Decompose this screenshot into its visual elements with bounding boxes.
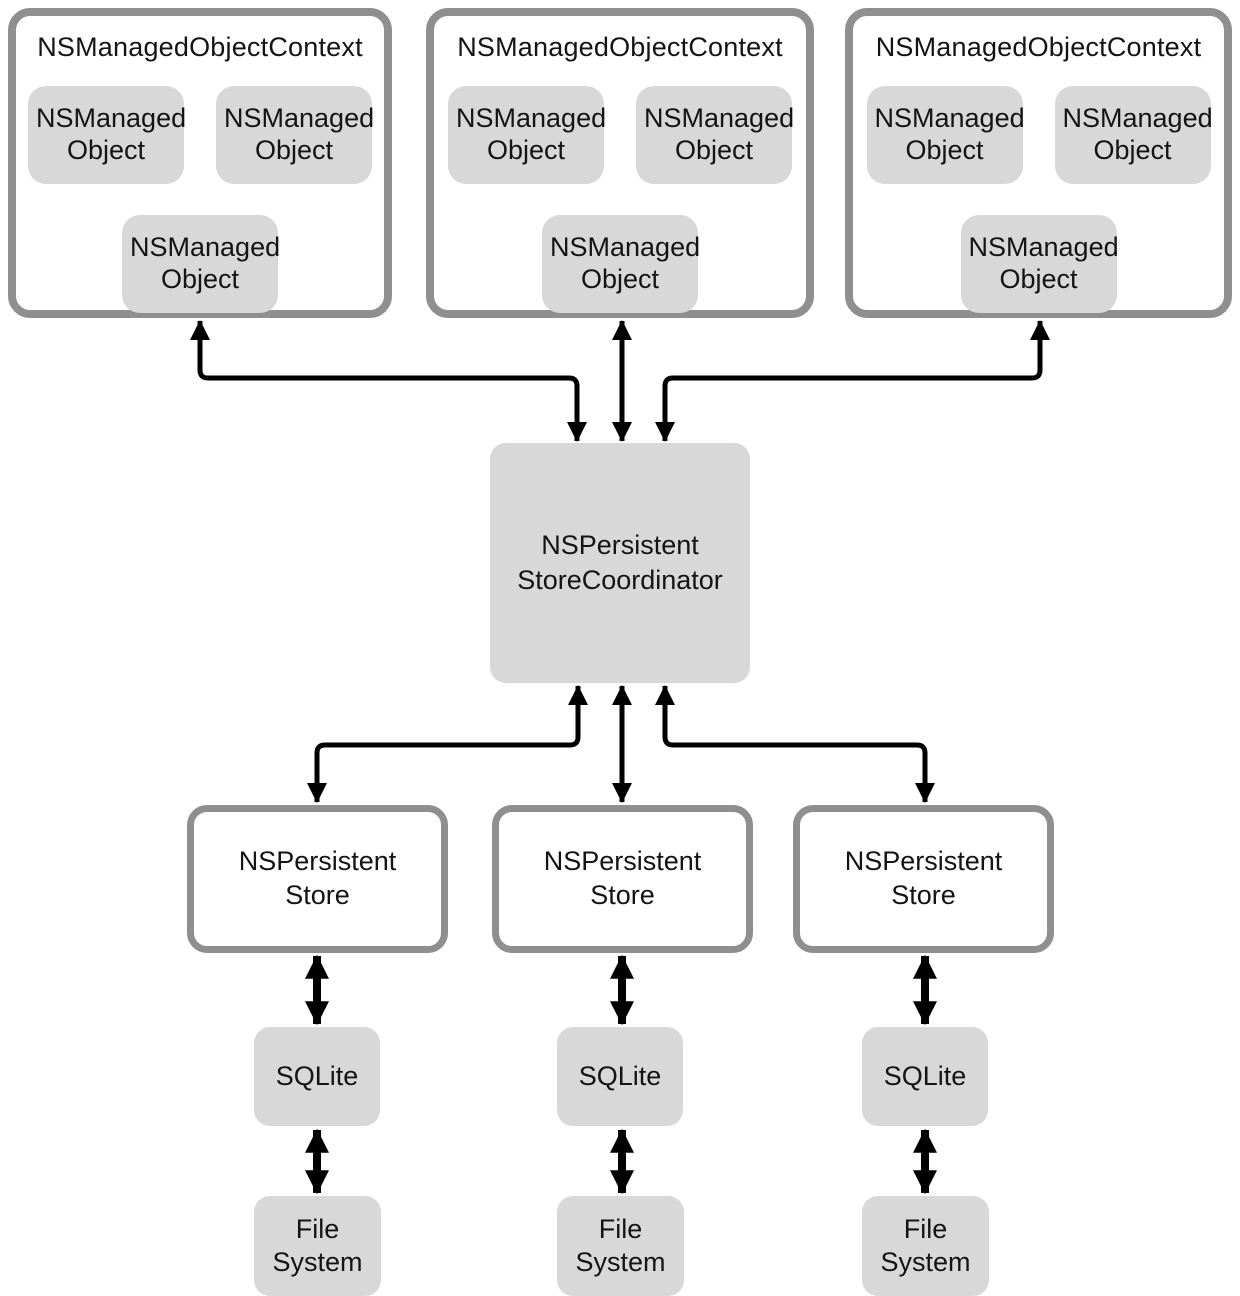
sqlite-box-3: SQLite: [862, 1027, 988, 1126]
file-system-box-2: File System: [557, 1196, 684, 1296]
managed-object-label: NSManaged Object: [224, 103, 375, 165]
managed-object-box: NSManaged Object: [216, 86, 375, 184]
managed-object-box: NSManaged Object: [1054, 86, 1213, 184]
persistent-store-box-3: NSPersistent Store: [793, 805, 1054, 953]
file-system-box-1: File System: [254, 1196, 381, 1296]
connector-context1-coordinator: [190, 320, 587, 442]
managed-object-label: NSManaged Object: [550, 232, 701, 294]
managed-object-label: NSManaged Object: [130, 232, 281, 294]
persistent-store-coordinator-box: NSPersistent StoreCoordinator: [490, 443, 750, 683]
managed-object-context-box-3: NSManagedObjectContext NSManaged Object …: [845, 8, 1232, 318]
context-title: NSManagedObjectContext: [37, 32, 363, 62]
sqlite-box-2: SQLite: [557, 1027, 683, 1126]
context-title: NSManagedObjectContext: [457, 32, 783, 62]
managed-object-row: NSManaged Object NSManaged Object: [16, 86, 384, 184]
persistent-store-box-2: NSPersistent Store: [492, 805, 753, 953]
managed-object-box: NSManaged Object: [28, 86, 187, 184]
managed-object-context-box-1: NSManagedObjectContext NSManaged Object …: [8, 8, 392, 318]
persistent-store-box-1: NSPersistent Store: [187, 805, 448, 953]
managed-object-box: NSManaged Object: [448, 86, 607, 184]
managed-object-label: NSManaged Object: [644, 103, 795, 165]
managed-object-row: NSManaged Object NSManaged Object: [853, 86, 1224, 184]
managed-object-box: NSManaged Object: [542, 215, 701, 313]
file-system-label: File System: [272, 1214, 363, 1277]
sqlite-label: SQLite: [275, 1061, 359, 1092]
connector-coordinator-store3: [655, 685, 935, 803]
file-system-box-3: File System: [862, 1196, 989, 1296]
managed-object-box: NSManaged Object: [636, 86, 795, 184]
connector-coordinator-store1: [307, 685, 588, 803]
sqlite-label: SQLite: [578, 1061, 662, 1092]
persistent-store-label: NSPersistent Store: [543, 846, 702, 910]
managed-object-row: NSManaged Object: [853, 215, 1224, 313]
managed-object-label: NSManaged Object: [874, 103, 1025, 165]
managed-object-label: NSManaged Object: [1062, 103, 1213, 165]
file-system-label: File System: [575, 1214, 666, 1277]
managed-object-row: NSManaged Object: [434, 215, 806, 313]
managed-object-label: NSManaged Object: [36, 103, 187, 165]
managed-object-label: NSManaged Object: [456, 103, 607, 165]
persistent-store-label: NSPersistent Store: [844, 846, 1003, 910]
sqlite-box-1: SQLite: [254, 1027, 380, 1126]
managed-object-context-box-2: NSManagedObjectContext NSManaged Object …: [426, 8, 814, 318]
managed-object-row: NSManaged Object NSManaged Object: [434, 86, 806, 184]
context-title: NSManagedObjectContext: [875, 32, 1202, 62]
managed-object-box: NSManaged Object: [122, 215, 281, 313]
sqlite-label: SQLite: [883, 1061, 967, 1092]
file-system-label: File System: [880, 1214, 971, 1277]
persistent-store-label: NSPersistent Store: [238, 846, 397, 910]
managed-object-box: NSManaged Object: [960, 215, 1119, 313]
managed-object-box: NSManaged Object: [866, 86, 1025, 184]
managed-object-row: NSManaged Object: [16, 215, 384, 313]
managed-object-label: NSManaged Object: [968, 232, 1119, 294]
persistent-store-coordinator-label: NSPersistent StoreCoordinator: [517, 529, 723, 595]
connector-context3-coordinator: [655, 320, 1050, 442]
